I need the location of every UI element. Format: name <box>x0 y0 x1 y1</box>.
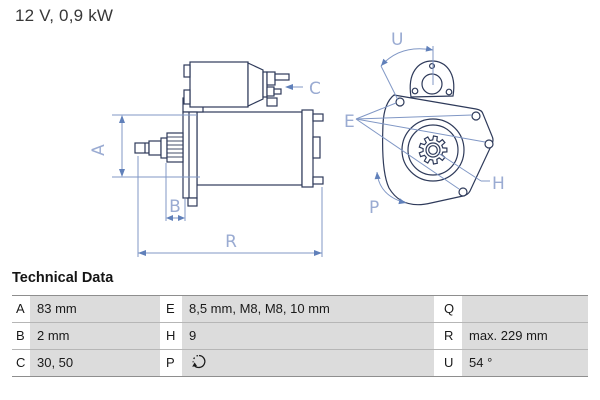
dim-B-arrow-left <box>166 215 173 221</box>
end-cap-tab-bottom <box>312 176 324 185</box>
bracket-center-hole <box>421 73 443 95</box>
bracket-hole-top <box>429 62 436 69</box>
dim-A-arrow-up <box>119 115 125 123</box>
cell-value-P <box>182 350 434 376</box>
bolt-hole-bottom <box>458 187 468 197</box>
page-title: 12 V, 0,9 kW <box>15 6 114 25</box>
solenoid-cap <box>247 62 264 107</box>
front-view-drawing <box>382 60 494 206</box>
cell-key-E: E <box>160 296 182 322</box>
cell-value-C: 30, 50 <box>30 350 160 376</box>
solenoid-step-top <box>183 64 191 78</box>
dimension-annotations <box>112 45 490 257</box>
dim-E-line-4 <box>355 118 460 190</box>
end-cap-boss <box>312 136 321 159</box>
dim-C-arrow <box>285 84 293 90</box>
motor-end-cap <box>301 109 314 188</box>
cell-key-C: C <box>12 350 30 376</box>
label-B: B <box>169 197 181 217</box>
cell-key-H: H <box>160 323 182 349</box>
cell-key-A: A <box>12 296 30 322</box>
solenoid-cap-plate <box>262 71 268 98</box>
technical-data-section: Technical Data A 83 mm E 8,5 mm, M8, M8,… <box>12 270 588 377</box>
cell-value-R: max. 229 mm <box>462 323 588 349</box>
motor-body <box>196 111 303 186</box>
bracket-hole-right <box>445 88 453 96</box>
dim-P-arrow-top <box>374 172 381 180</box>
cell-key-B: B <box>12 323 30 349</box>
cell-value-U: 54 ° <box>462 350 588 376</box>
cell-value-E: 8,5 mm, M8, M8, 10 mm <box>182 296 434 322</box>
dim-E-line-2 <box>355 114 473 120</box>
table-title: Technical Data <box>12 270 114 286</box>
bolt-hole-right <box>484 139 494 149</box>
terminal-mid <box>266 86 275 97</box>
side-view-drawing <box>134 61 324 207</box>
table-row: A 83 mm E 8,5 mm, M8, M8, 10 mm Q <box>12 296 588 322</box>
label-A: A <box>89 144 109 156</box>
label-E: E <box>344 112 355 132</box>
cell-value-H: 9 <box>182 323 434 349</box>
bolt-hole-top-right <box>471 111 481 121</box>
cell-key-P: P <box>160 350 182 376</box>
label-U: U <box>391 30 403 50</box>
cell-key-R: R <box>434 323 462 349</box>
dim-H-line <box>437 152 482 182</box>
terminal-stud-top <box>274 73 290 81</box>
dim-A-arrow-down <box>119 169 125 177</box>
label-P: P <box>369 198 379 218</box>
cell-value-B: 2 mm <box>30 323 160 349</box>
dim-R-arrow-right <box>314 250 322 256</box>
shaft-tip <box>134 142 150 154</box>
dim-B-arrow-right <box>178 215 185 221</box>
pinion-gear-side <box>166 132 184 163</box>
end-cap-tab-top <box>312 113 324 122</box>
label-H: H <box>492 174 505 194</box>
dim-P-arrow-bottom <box>398 198 406 205</box>
dim-U-leg <box>380 65 399 101</box>
terminal-stud-mid <box>273 88 282 95</box>
solenoid-body <box>189 61 249 108</box>
dim-U-arrow-left <box>381 58 388 66</box>
dim-R-arrow-left <box>138 250 146 256</box>
dim-U-arrow-right <box>425 45 433 52</box>
table-row: B 2 mm H 9 R max. 229 mm <box>12 322 588 349</box>
dim-E-line-3 <box>355 118 486 143</box>
shaft-collar <box>160 137 168 159</box>
terminal-base <box>266 71 276 86</box>
cell-key-U: U <box>434 350 462 376</box>
terminal-block-bottom <box>266 97 278 107</box>
dim-E-line-1 <box>355 102 397 120</box>
cell-key-Q: Q <box>434 296 462 322</box>
bracket-hole-left <box>411 87 419 95</box>
label-C: C <box>309 79 321 99</box>
rotation-direction-icon <box>192 354 206 369</box>
solenoid-step-bottom <box>183 89 191 105</box>
table-row: C 30, 50 P U 54 ° <box>12 349 588 376</box>
technical-data-table: A 83 mm E 8,5 mm, M8, M8, 10 mm Q B 2 mm… <box>12 295 588 377</box>
label-R: R <box>225 232 237 252</box>
flange-plate <box>182 111 198 199</box>
shaft-mid <box>148 140 162 156</box>
flange-foot <box>187 197 198 207</box>
cell-value-A: 83 mm <box>30 296 160 322</box>
gear-center-hole <box>428 145 438 155</box>
cell-value-Q <box>462 296 588 322</box>
starter-motor-technical-drawing: A B C R U E H P <box>89 30 505 257</box>
pinion-teeth-lines <box>167 136 183 158</box>
dimension-labels: A B C R U E H P <box>89 30 505 252</box>
